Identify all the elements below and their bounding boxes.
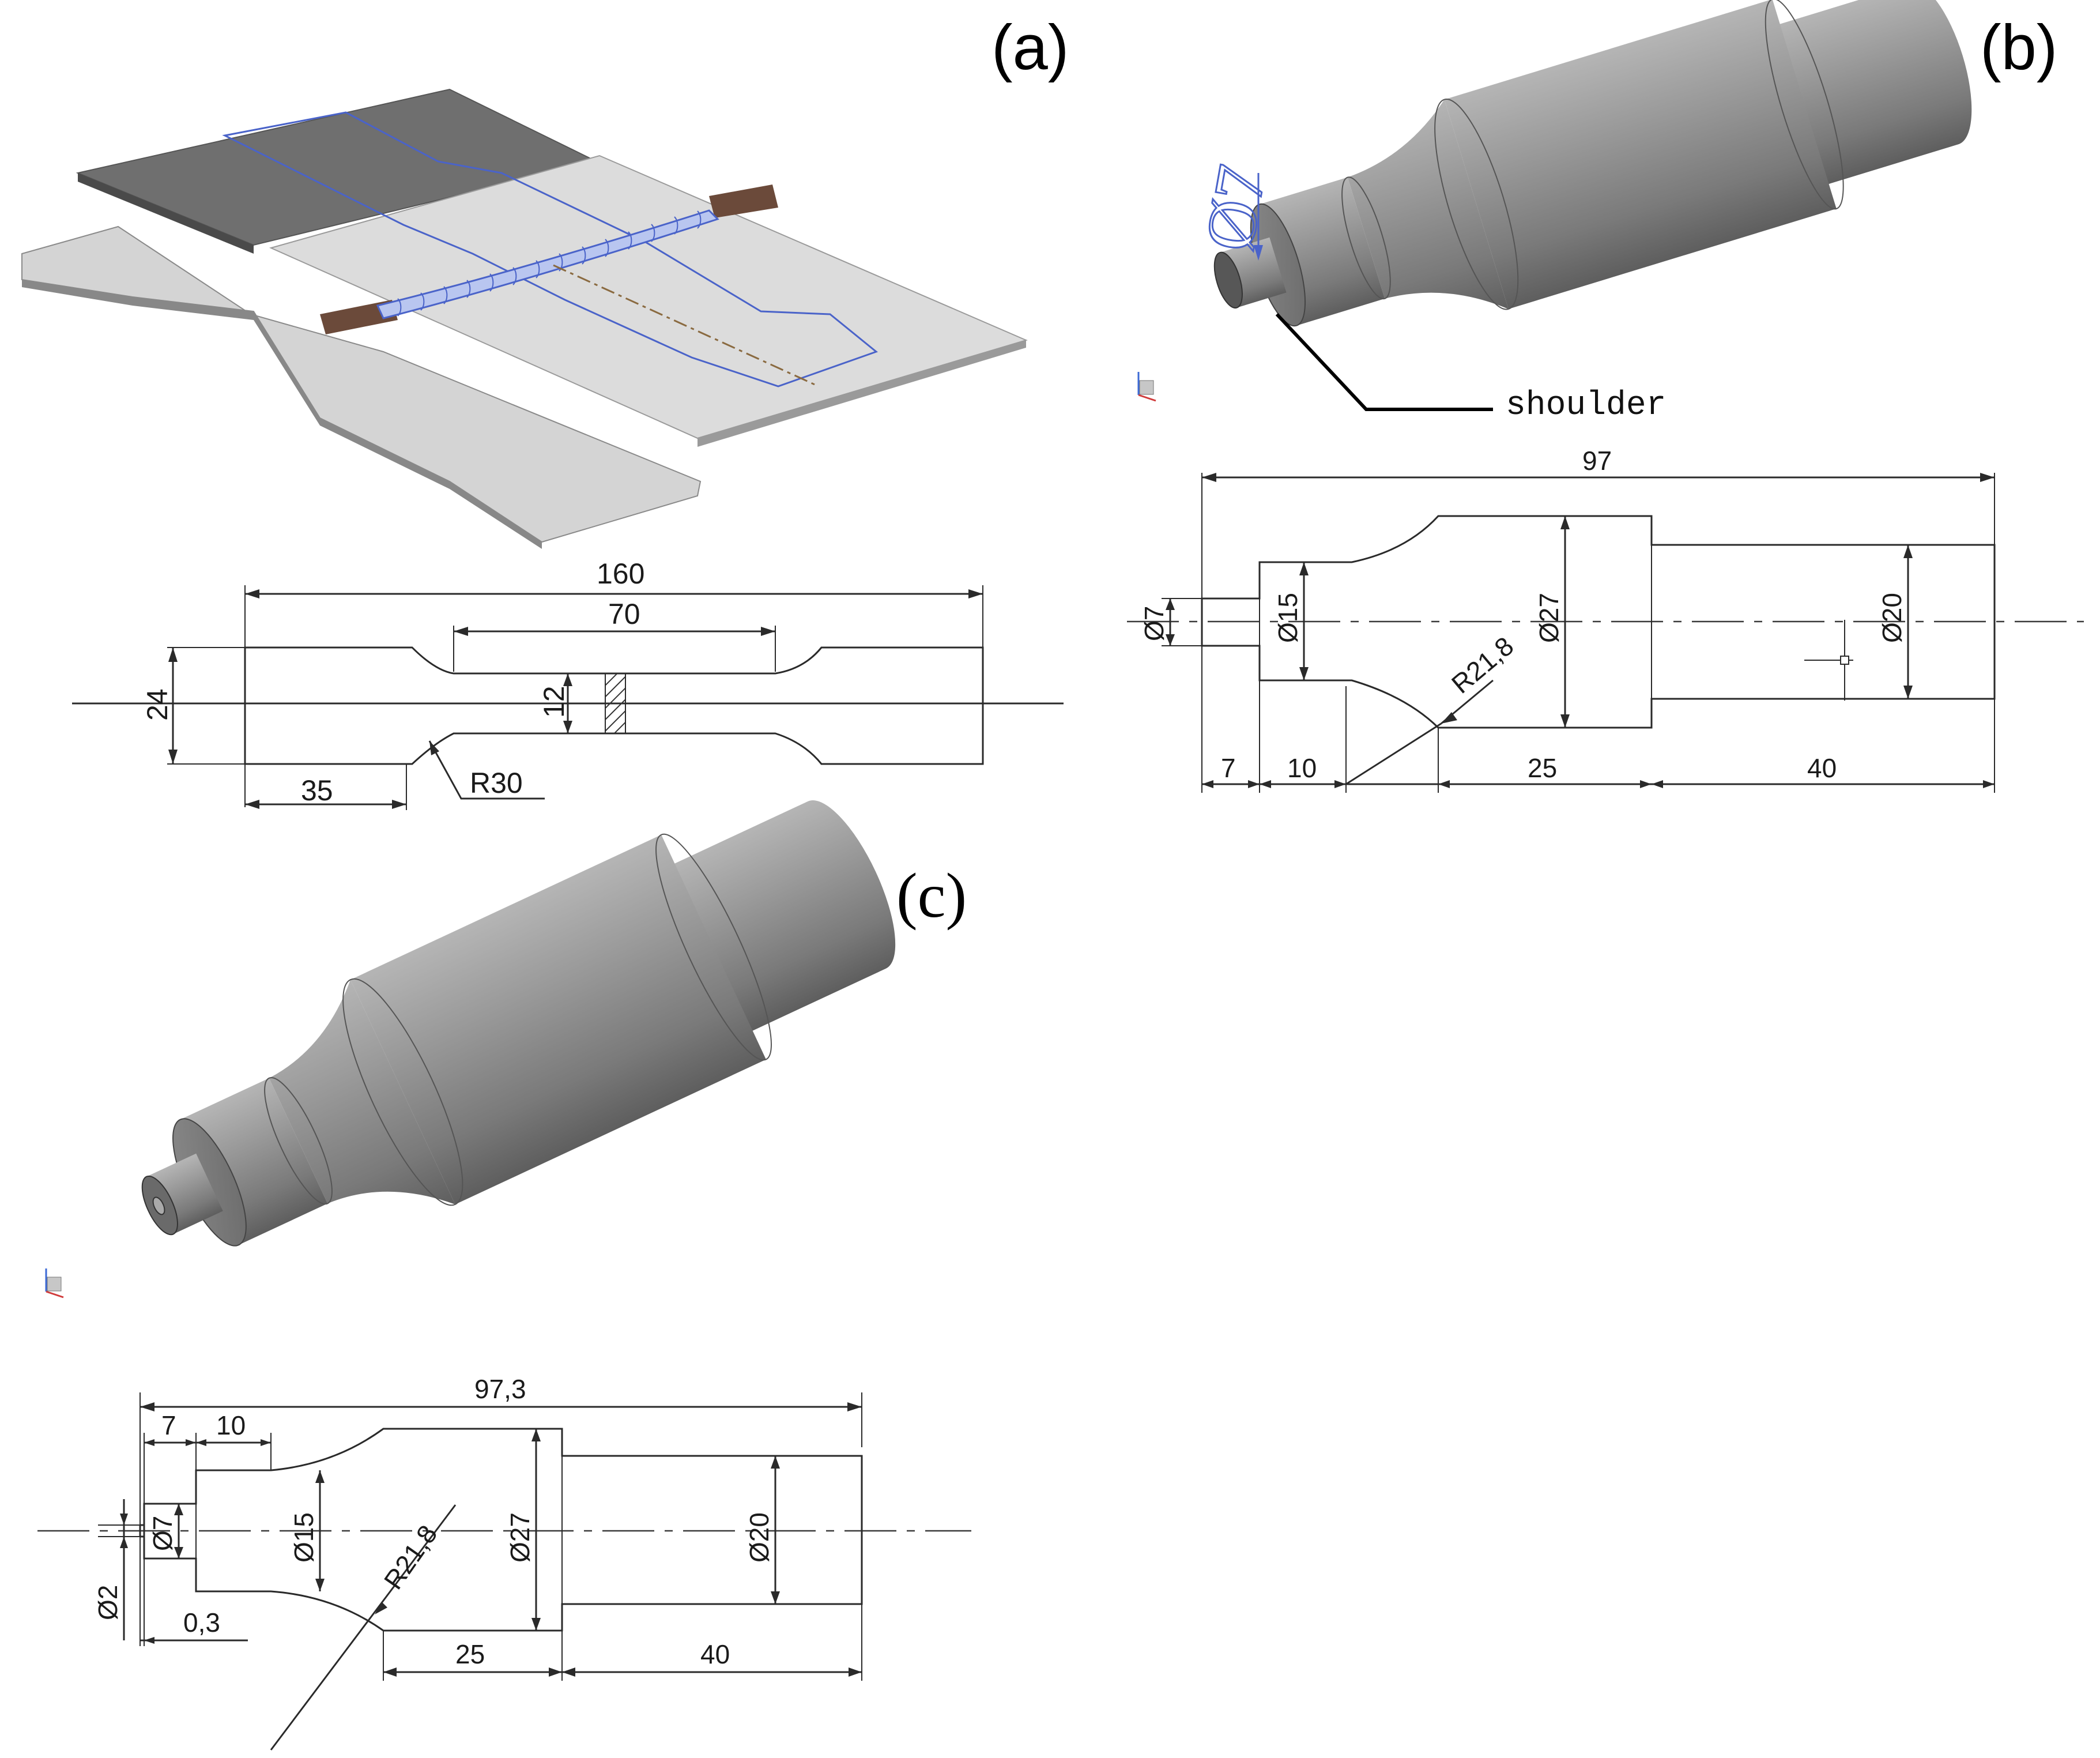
tool-body — [1444, 0, 1837, 309]
dim-overall-length-b: 97 — [1582, 446, 1612, 476]
weld-ripples — [397, 210, 702, 317]
axis-triad-icon — [1137, 372, 1156, 402]
shoulder-leader — [1275, 313, 1493, 411]
dim-pin-len-b: 7 — [1221, 753, 1236, 783]
pin-diameter-annotation: Ø7 — [1190, 160, 1280, 257]
dim-radius-a: R30 — [470, 767, 523, 799]
dim-body-dia-b: Ø27 — [1534, 593, 1564, 643]
specimen-drawing-2d: 160 70 24 12 35 R30 — [72, 558, 1064, 810]
specimen-outline — [222, 111, 879, 387]
panel-a-label: (a) — [991, 12, 1069, 83]
dim-body-len-b: 25 — [1528, 753, 1557, 783]
dim-neck-dia-c: Ø15 — [289, 1512, 319, 1563]
dim-gauge-length-a: 70 — [608, 598, 640, 630]
dim-pin-dia-c: Ø7 — [148, 1516, 178, 1551]
plate-dark-edge — [78, 173, 254, 254]
tool-body-c — [350, 834, 766, 1204]
dim-pin-dia-b: Ø7 — [1139, 606, 1169, 641]
welded-plates-3d — [21, 88, 1028, 549]
tool-neck-c — [180, 1078, 328, 1245]
tool-3d-b: Ø7 shoulder — [1137, 0, 1972, 424]
panel-b-label: (b) — [1980, 12, 2057, 83]
dim-neck-dia-b: Ø15 — [1273, 593, 1303, 643]
dim-tip-dia-c: Ø2 — [93, 1585, 123, 1620]
tool-shank-c — [672, 800, 896, 1032]
dim-gauge-width-a: 12 — [538, 686, 570, 718]
tool-3d-c — [45, 800, 896, 1298]
dim-tip-len-c: 0,3 — [183, 1608, 220, 1637]
tool-pin-tip — [1213, 251, 1243, 309]
dim-shank-len-c: 40 — [700, 1639, 730, 1669]
tool-shank — [1777, 0, 1972, 185]
runoff-tab — [709, 185, 778, 218]
tool-drawing-c: 97,3 7 10 Ø2 0,3 Ø7 — [37, 1374, 971, 1751]
tool-drawing-b: 97 Ø7 Ø15 Ø27 Ø20 R21,8 — [1127, 446, 2084, 793]
shoulder-callout: shoulder — [1506, 387, 1666, 424]
dim-pin-len-c: 7 — [161, 1410, 176, 1440]
dim-overall-length-c: 97,3 — [474, 1374, 526, 1404]
weld-bead — [376, 209, 719, 319]
dim-grip-length-a: 35 — [301, 774, 333, 807]
joint-line — [553, 264, 819, 387]
dim-shank-dia-c: Ø20 — [744, 1512, 774, 1563]
dim-body-len-c: 25 — [455, 1639, 485, 1669]
panel-b: (b) Ø7 shoulder — [1127, 0, 2084, 793]
dim-neck-len-b: 10 — [1287, 753, 1317, 783]
panel-a: (a) — [21, 12, 1069, 810]
panel-c-label: (c) — [896, 860, 967, 931]
panel-c: (c) — [37, 800, 971, 1751]
plate-light-edge — [698, 340, 1026, 447]
tool-tip-probe-c — [152, 1196, 165, 1215]
axis-triad-icon-c — [45, 1268, 64, 1298]
dim-neck-len-c: 10 — [216, 1410, 246, 1440]
tool-fillet-c — [269, 980, 455, 1204]
dim-body-dia-c: Ø27 — [505, 1512, 535, 1563]
dim-width-a: 24 — [141, 688, 174, 721]
dim-shank-dia-b: Ø20 — [1877, 593, 1907, 643]
dim-shank-len-b: 40 — [1807, 753, 1837, 783]
specimen-outline-2d — [244, 646, 984, 765]
weld-section-hatch — [605, 673, 626, 734]
dim-overall-length-a: 160 — [597, 558, 644, 590]
